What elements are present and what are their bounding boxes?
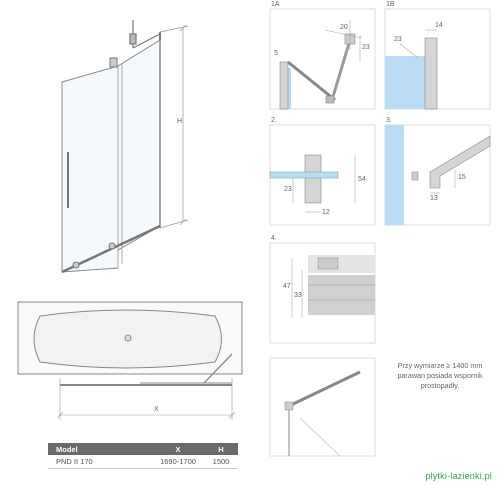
detail-2-label: 2. [271,117,277,124]
bracket-note: Przy wymiarze ≥ 1400 mm parawan posiada … [397,361,483,390]
table-row: PND II 170 1690-1700 1500 [48,455,238,469]
detail-2-dim-2: 12 [322,209,330,216]
header-h: H [204,443,238,455]
detail-2-dim-1: 54 [358,176,366,183]
detail-1b-label: 1B [386,1,395,8]
header-model: Model [48,443,152,455]
detail-1a-dim-2: 5 [274,50,278,57]
height-label: H [177,118,183,125]
detail-4-dim-0: 47 [283,283,291,290]
detail-1b-drawing [384,8,491,110]
bathtub-top-view [17,301,243,420]
detail-3-drawing [384,124,491,226]
spec-table-header: Model X H [48,443,238,455]
detail-1a-drawing [269,8,376,110]
height-dimension [159,24,189,229]
width-label: X [154,406,159,413]
cell-model: PND II 170 [48,455,152,469]
detail-1a-dim-1: 23 [362,44,370,51]
detail-1b-dim-1: 23 [394,36,402,43]
detail-1a-label: 1A [271,1,280,8]
detail-3-dim-1: 13 [430,195,438,202]
detail-2-dim-0: 23 [284,186,292,193]
detail-4-drawing [269,242,376,344]
ceiling-brace [129,20,161,49]
header-x: X [152,443,204,455]
spec-table: Model X H PND II 170 1690-1700 1500 [48,443,238,469]
bottom-profile [61,57,161,274]
detail-4-label: 4. [271,235,277,242]
detail-2-drawing [269,124,376,226]
detail-4-dim-1: 33 [294,292,302,299]
cell-h: 1500 [204,455,238,469]
glass-panels [61,39,161,273]
detail-3-label: 3. [386,117,392,124]
detail-1b-dim-0: 14 [435,22,443,29]
detail-1a-dim-0: 20 [340,24,348,31]
detail-bracket-drawing [269,357,376,457]
watermark: plytki-lazienki.pl [425,471,492,481]
detail-3-dim-0: 15 [458,174,466,181]
cell-x: 1690-1700 [152,455,204,469]
